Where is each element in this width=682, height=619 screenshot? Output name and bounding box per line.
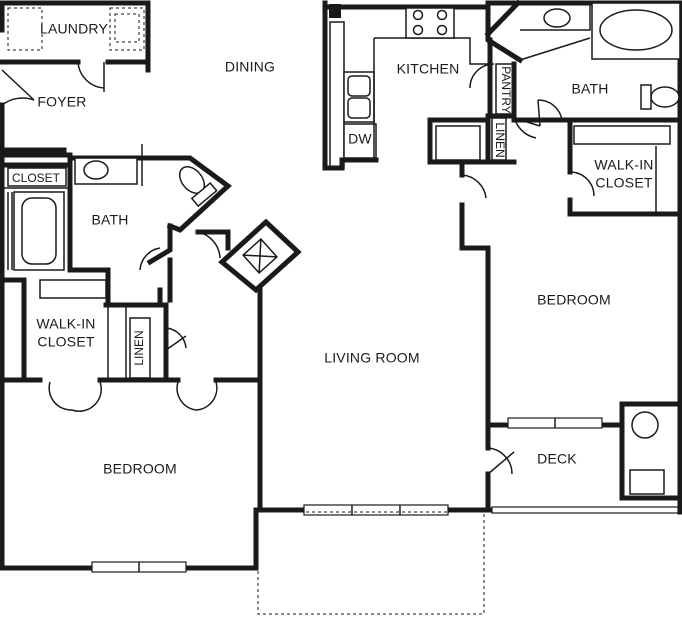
living-room-extras [91,504,485,615]
column-block [329,4,341,18]
bedroom-left-label: BEDROOM [103,461,177,477]
dining-label: DINING [225,59,275,75]
laundry-label: LAUNDRY [40,21,109,37]
kitchen-area [322,7,541,428]
walkin-right-label-1: WALK-IN [594,157,653,173]
left-walkin-block [0,257,263,412]
pantry-label: PANTRY [499,66,513,114]
linen-hall-label: LINEN [132,330,146,365]
closet-left-label: CLOSET [12,171,61,185]
living-room-label: LIVING ROOM [324,350,420,366]
walkin-left-label-2: CLOSET [37,334,94,350]
deck-area [485,401,682,514]
bath-left-label: BATH [91,212,128,228]
walkin-right-label-2: CLOSET [595,175,652,191]
dw-label: DW [348,131,372,147]
kitchen-label: KITCHEN [397,61,460,77]
bedroom-right-label: BEDROOM [537,292,611,308]
laundry-area [0,7,151,92]
linen-kitchen-label: LINEN [493,122,507,157]
bath-top-label: BATH [571,81,608,97]
hall-closet [195,218,302,513]
left-bath-block [0,144,232,308]
walkin-left-label-1: WALK-IN [36,316,95,332]
foyer-label: FOYER [37,94,86,110]
top-right-bath [484,0,682,127]
right-walkin [567,117,682,217]
deck-label: DECK [537,451,577,467]
foyer-area [0,69,67,156]
